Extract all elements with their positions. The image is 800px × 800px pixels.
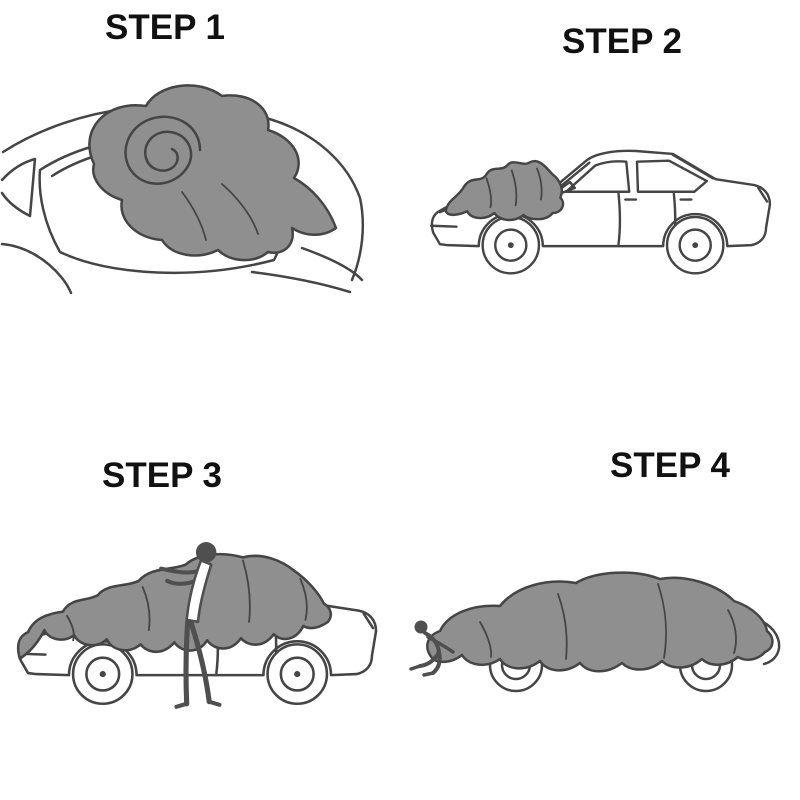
step-4-illustration: [409, 571, 781, 693]
step-2-illustration: [429, 149, 772, 275]
person-head: [414, 620, 428, 634]
cover-fully-on-car: [426, 571, 774, 673]
cover-draped-over-car: [16, 552, 333, 661]
step-1-label: STEP 1: [105, 8, 225, 47]
step-2-label: STEP 2: [562, 22, 682, 61]
person-pulling-cover: [159, 542, 222, 709]
cover-bundle-on-hood: [444, 159, 565, 222]
person-crouching-securing-hem: [409, 620, 455, 677]
cover-roll-spiral: [124, 115, 202, 185]
person-head: [195, 542, 217, 563]
step-3-illustration: [16, 542, 378, 709]
rolled-cover: [88, 84, 338, 262]
step-1-illustration: [0, 84, 365, 294]
step-4-label: STEP 4: [610, 446, 730, 485]
step-3-label: STEP 3: [102, 456, 222, 495]
rear-bumper-outline: [761, 620, 781, 666]
